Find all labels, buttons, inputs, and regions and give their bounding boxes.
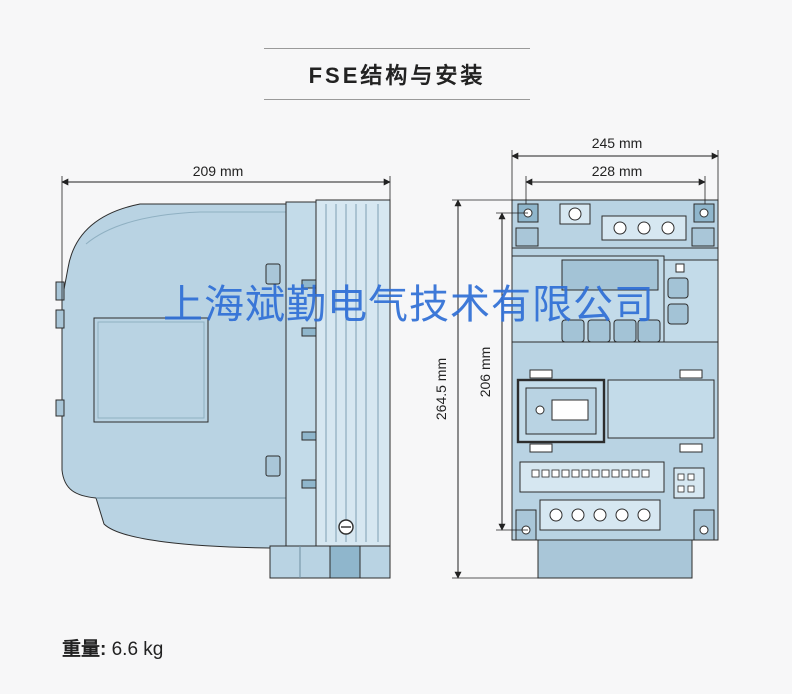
side-view — [55, 199, 391, 579]
title-frame: FSE结构与安装 — [264, 48, 530, 100]
heatsink — [315, 199, 391, 547]
dim-label-height-overall: 264.5 mm — [433, 358, 449, 420]
weight-line: 重量: 6.6 kg — [62, 634, 163, 661]
watermark-text: 上海斌勤电气技术有限公司 — [163, 283, 655, 327]
dim-front-widths — [511, 150, 719, 204]
side-window — [93, 317, 209, 423]
side-mid-panel — [285, 201, 317, 549]
front-view — [511, 199, 719, 579]
weight-label: 重量: — [62, 639, 107, 660]
front-base — [537, 539, 693, 579]
dim-label-side-width: 209 mm — [193, 163, 244, 179]
weight-value: 6.6 kg — [111, 639, 164, 660]
dim-side-width — [61, 176, 391, 300]
dim-label-height-mount: 206 mm — [477, 347, 493, 398]
dim-label-front-inner: 228 mm — [592, 163, 643, 179]
lcd-display — [561, 259, 659, 291]
dim-label-front-outer: 245 mm — [592, 135, 643, 151]
cover-plate — [607, 379, 715, 439]
page-title: FSE结构与安装 — [308, 63, 486, 88]
dim-heights — [452, 199, 538, 579]
